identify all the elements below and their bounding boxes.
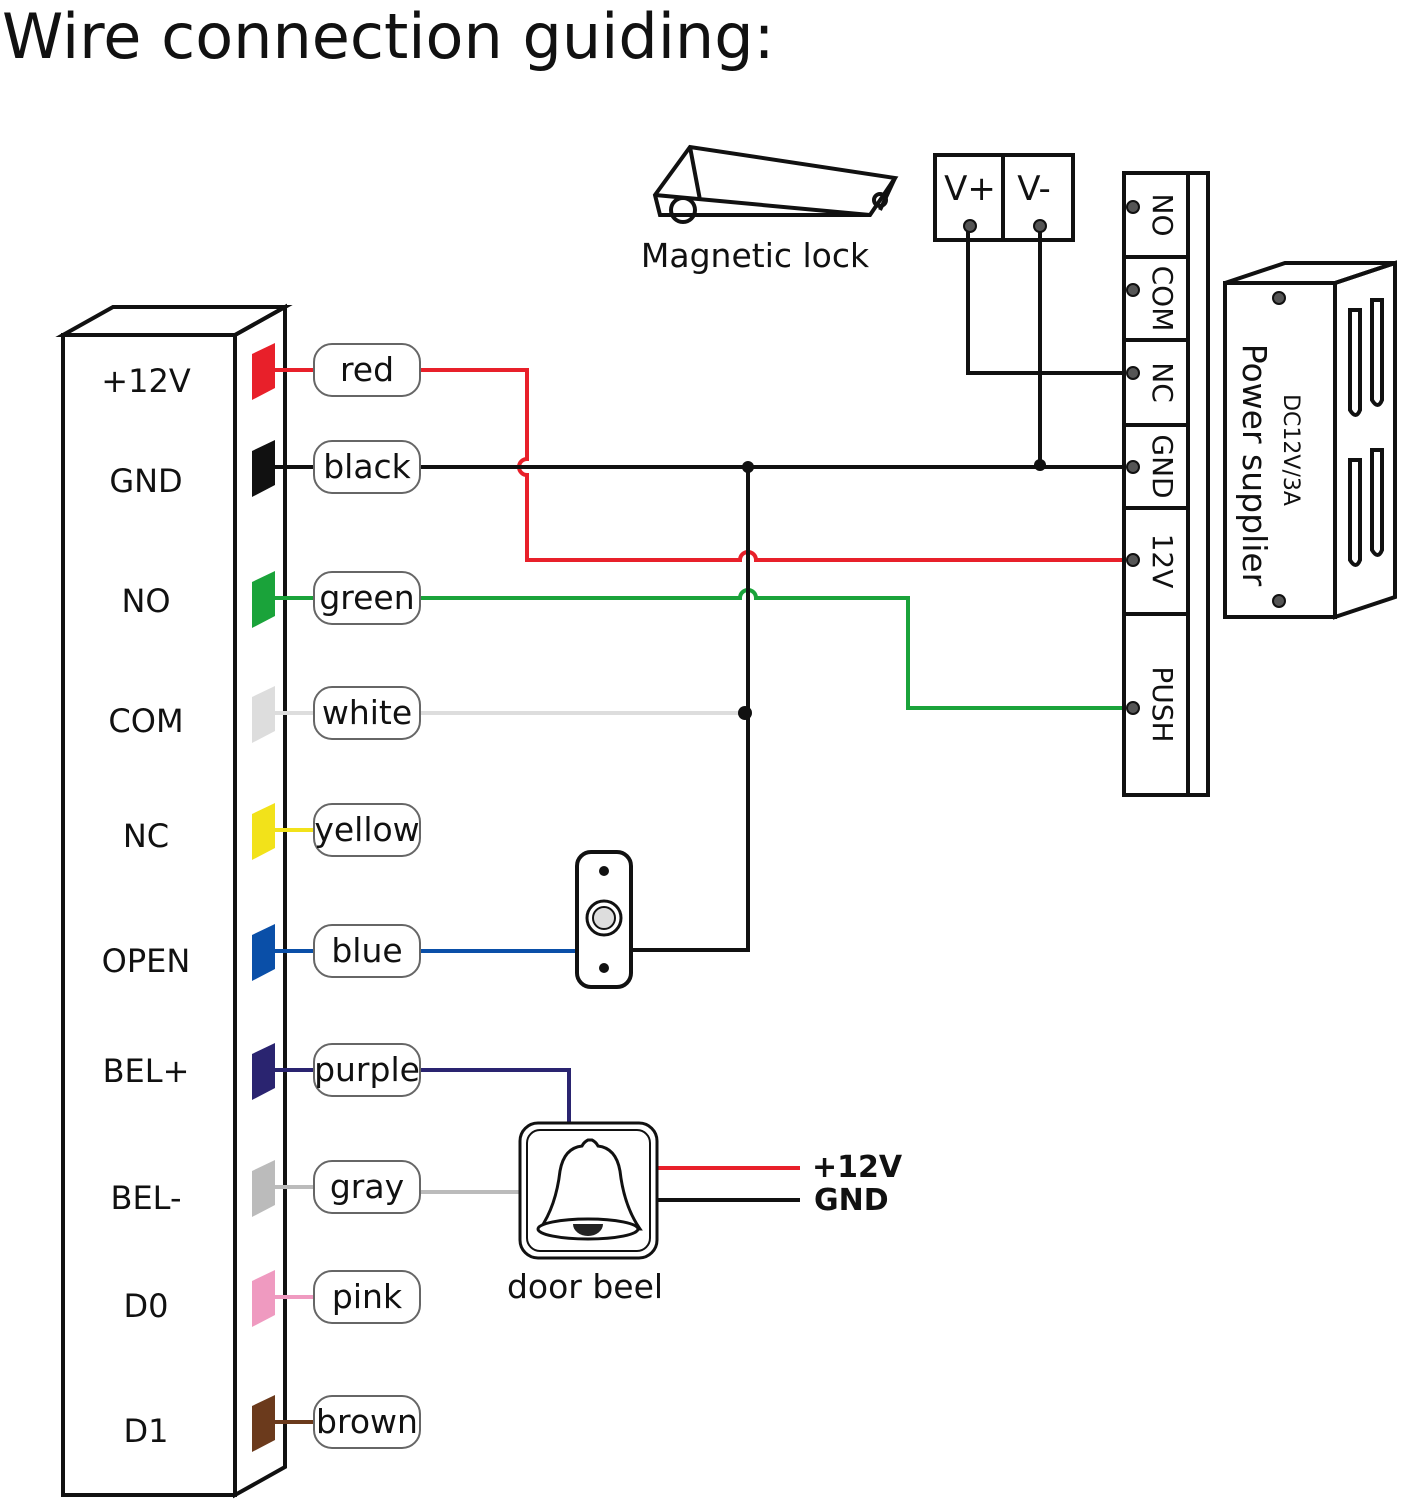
wire-color-tag xyxy=(313,571,421,625)
wire-color-tag xyxy=(313,803,421,857)
wire-color-label: yellow xyxy=(314,810,419,849)
pin-label: +12V xyxy=(101,362,191,400)
pin-label: NO xyxy=(121,582,170,620)
magnetic-lock-label: Magnetic lock xyxy=(641,236,870,275)
bell-supply-12v: +12V xyxy=(812,1150,903,1185)
wire-color-swatch xyxy=(252,343,275,400)
green-wire xyxy=(420,588,1125,710)
terminal-screw xyxy=(1126,460,1140,474)
terminal-screw xyxy=(1126,553,1140,567)
pin-d1: D1 brown xyxy=(124,1395,421,1452)
terminal-gnd: GND xyxy=(1146,434,1179,498)
ground-bus xyxy=(632,467,750,952)
door-bell-label: door beel xyxy=(507,1267,663,1306)
wire-color-swatch xyxy=(252,1160,275,1217)
power-supply-rating: DC12V/3A xyxy=(1278,394,1303,506)
pin-belplus: BEL+ purple xyxy=(103,1043,421,1100)
terminal-nc: NC xyxy=(1146,362,1179,403)
wires xyxy=(420,228,1125,1202)
wire-color-swatch xyxy=(252,571,275,628)
pin-label: OPEN xyxy=(102,942,191,980)
pin-nc: NC yellow xyxy=(123,803,421,860)
pin-label: BEL- xyxy=(111,1179,182,1217)
pin-label: D1 xyxy=(124,1412,169,1450)
terminal-screw xyxy=(1126,200,1140,214)
wire-color-tag xyxy=(313,1043,421,1097)
power-supply-label: Power supplier xyxy=(1235,344,1274,587)
pin-no: NO green xyxy=(121,571,421,628)
wire-color-swatch xyxy=(252,803,275,860)
terminal-v-minus: V- xyxy=(1017,169,1051,209)
wire-color-label: red xyxy=(340,350,394,389)
wire-color-tag xyxy=(313,1160,421,1214)
wire-color-label: white xyxy=(322,693,412,732)
pin-label: D0 xyxy=(124,1287,169,1325)
wire-color-tag xyxy=(313,924,421,978)
wire-color-label: pink xyxy=(332,1277,403,1316)
terminal-12v: 12V xyxy=(1146,534,1179,589)
wire-color-label: blue xyxy=(331,931,402,970)
wire-color-tag xyxy=(313,1270,421,1324)
terminal-screw xyxy=(1126,701,1140,715)
terminal-screw xyxy=(1126,283,1140,297)
pin-label: COM xyxy=(108,702,183,740)
wire-color-label: black xyxy=(323,447,411,486)
door-bell: door beel +12V GND xyxy=(507,1121,903,1306)
power-supply: Power supplier DC12V/3A xyxy=(1223,260,1397,620)
magnetic-lock: Magnetic lock V+ V- xyxy=(641,144,1075,275)
bell-icon xyxy=(536,1138,643,1241)
wire-color-swatch xyxy=(252,1043,275,1100)
pin-plus12v: +12V red xyxy=(101,343,421,400)
pin-d0: D0 pink xyxy=(124,1270,421,1327)
wire-color-label: brown xyxy=(316,1402,418,1441)
wire-color-swatch xyxy=(252,1270,275,1327)
terminal-no: NO xyxy=(1146,194,1179,237)
vplus-wire xyxy=(966,228,1125,375)
wire-color-label: gray xyxy=(330,1167,404,1206)
terminal-v-plus: V+ xyxy=(944,169,996,209)
pin-com: COM white xyxy=(108,686,421,743)
pin-label: GND xyxy=(109,462,182,500)
pin-label: NC xyxy=(123,817,169,855)
pin-open: OPEN blue xyxy=(102,924,421,981)
power-terminal-block: NO COM NC GND 12V PUSH xyxy=(1122,171,1210,797)
wire-color-tag xyxy=(313,440,421,494)
red-wire xyxy=(420,368,1125,562)
terminal-screw xyxy=(1126,366,1140,380)
pin-belminus: BEL-gray xyxy=(111,1160,421,1217)
wire-color-label: green xyxy=(319,578,414,617)
wire-color-tag xyxy=(313,1395,421,1449)
wire-color-swatch xyxy=(252,1395,275,1452)
exit-push-button xyxy=(575,850,633,989)
wire-color-tag xyxy=(313,686,421,740)
magnetic-lock-icon xyxy=(652,144,899,224)
purple-wire xyxy=(420,1068,571,1123)
wire-color-swatch xyxy=(252,924,275,981)
terminal-push: PUSH xyxy=(1146,666,1179,742)
wire-color-tag xyxy=(313,343,421,397)
pin-label: BEL+ xyxy=(103,1052,190,1090)
terminal-com: COM xyxy=(1146,266,1179,332)
access-controller xyxy=(55,303,293,1499)
pin-gnd: GND black xyxy=(109,440,421,500)
wire-color-swatch xyxy=(252,440,275,497)
page-title: Wire connection guiding: xyxy=(2,0,774,73)
wire-color-label: purple xyxy=(314,1050,420,1089)
bell-supply-gnd: GND xyxy=(814,1183,889,1218)
wire-color-swatch xyxy=(252,686,275,743)
